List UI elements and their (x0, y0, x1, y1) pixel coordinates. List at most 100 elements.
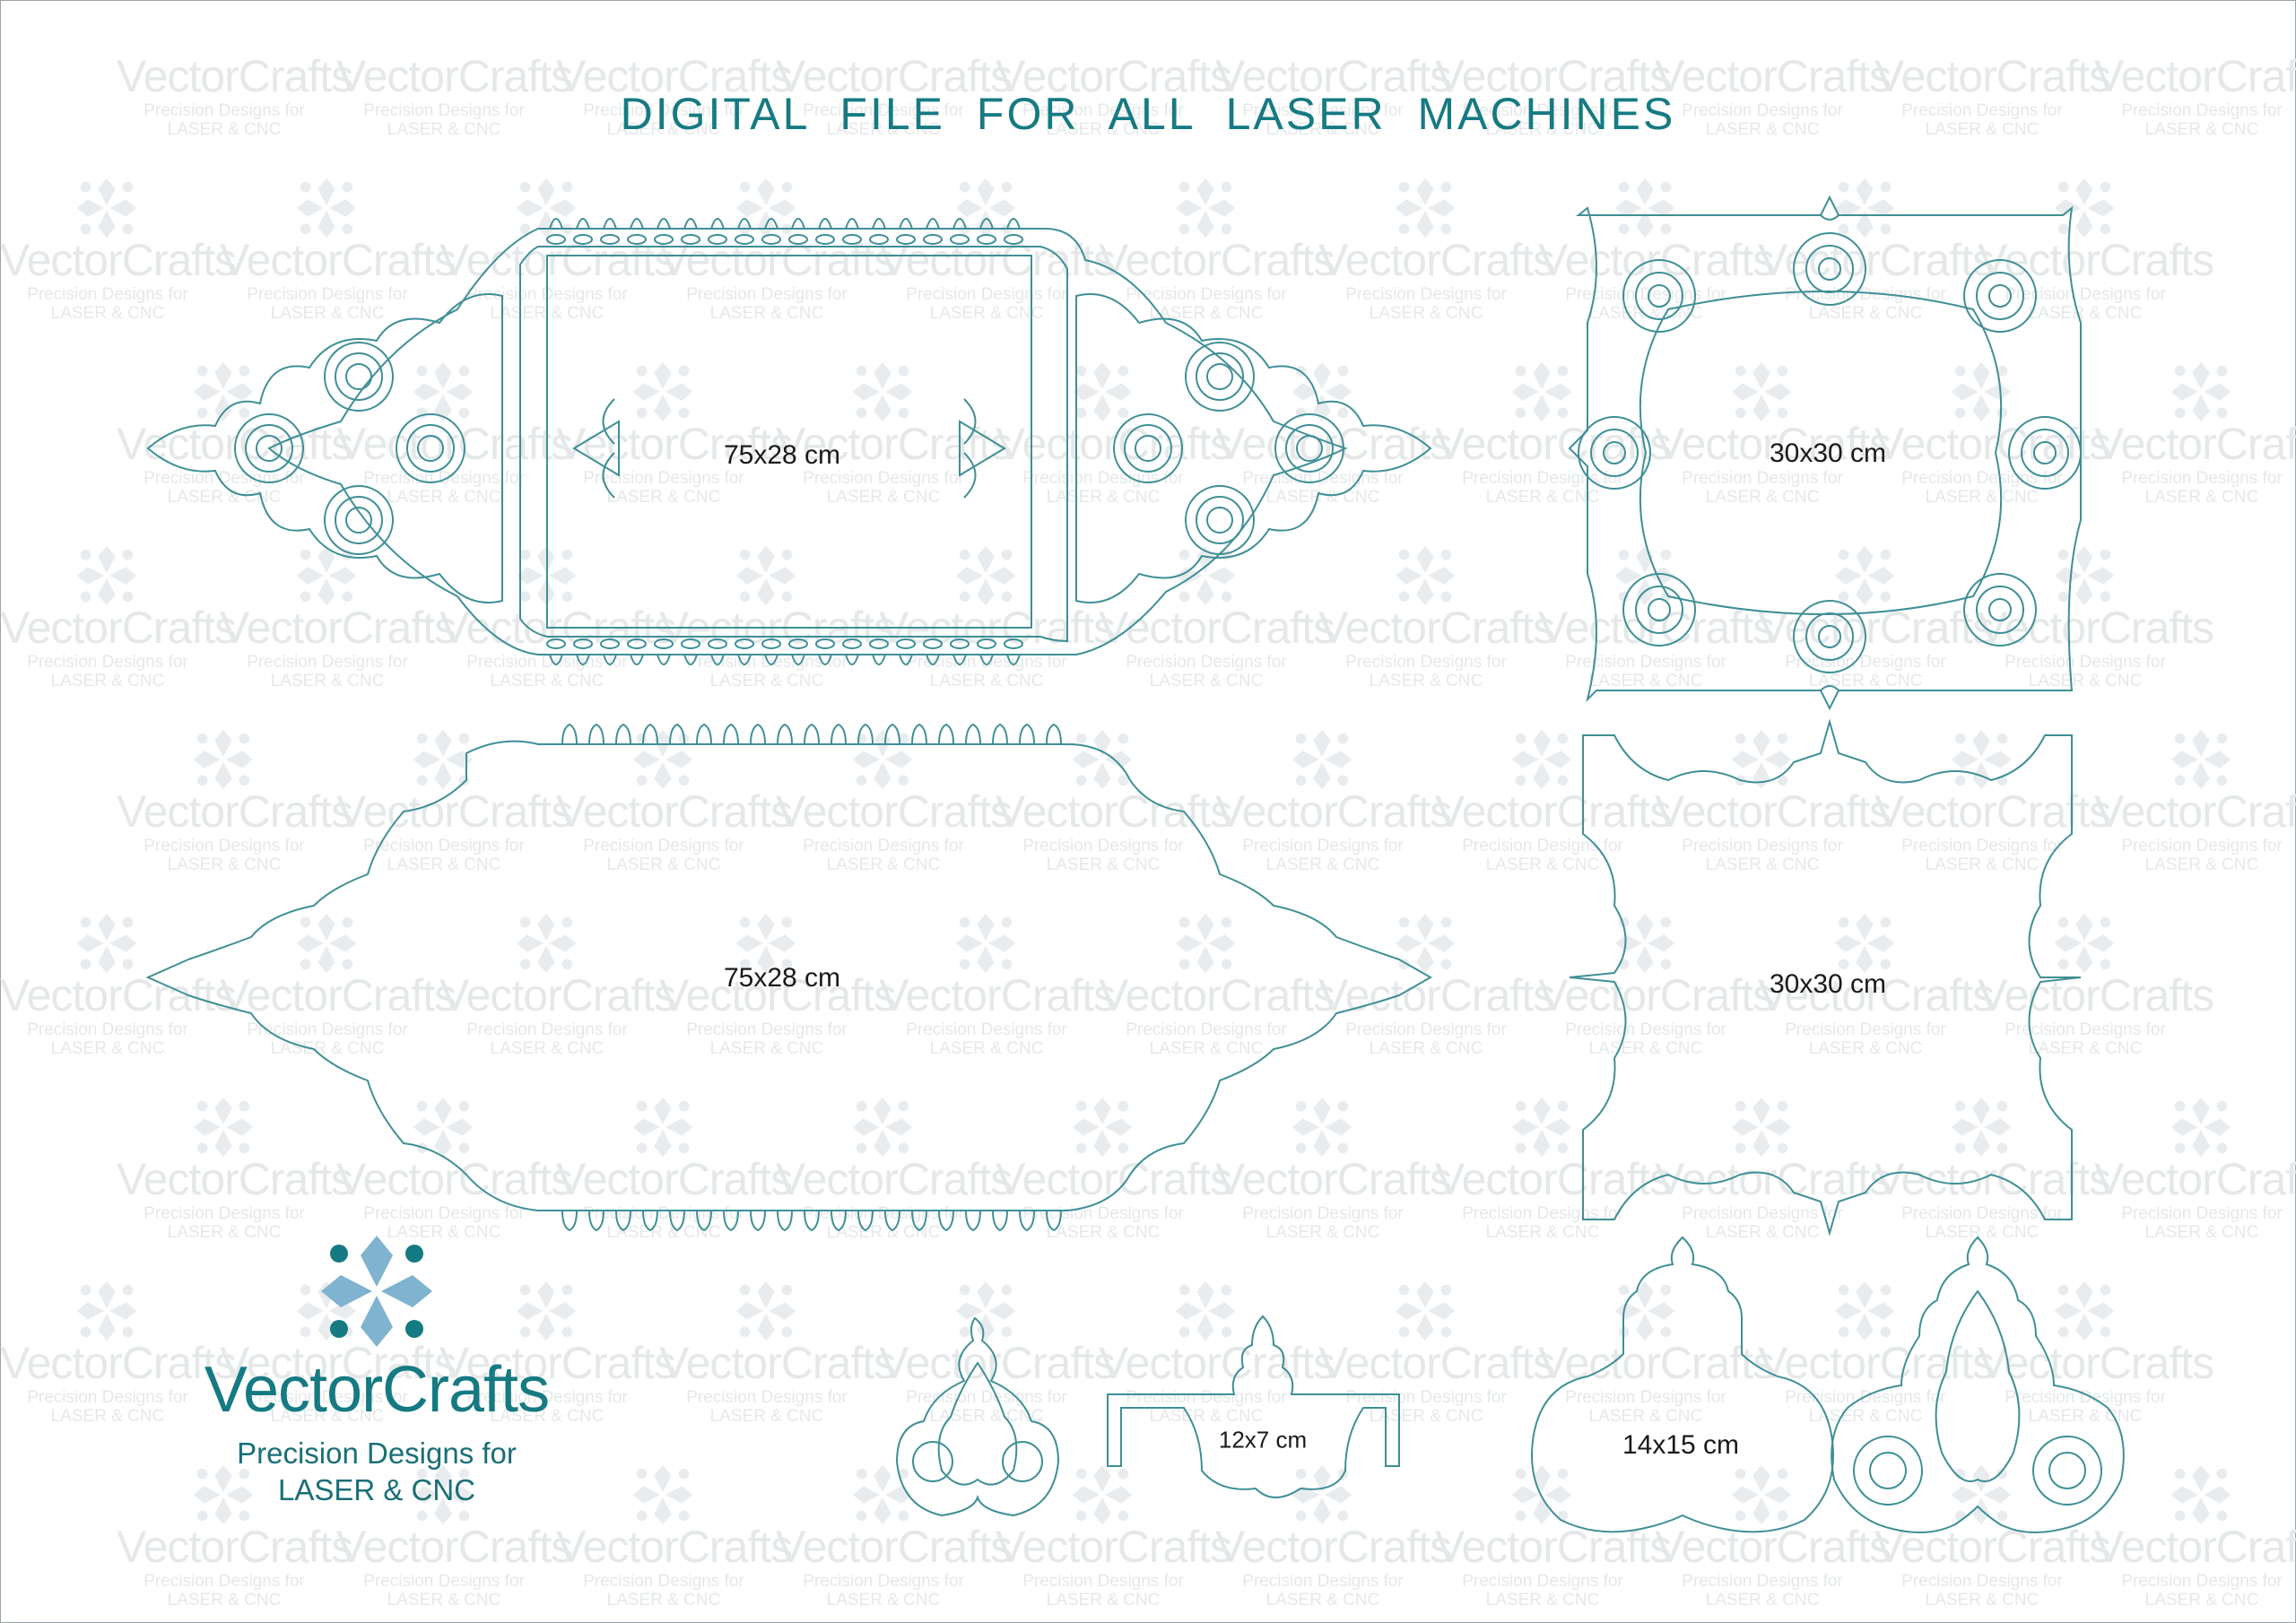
frame-stud (603, 218, 617, 230)
scallop-stud (1019, 723, 1035, 745)
small-ornament-outline (895, 1316, 1060, 1517)
frame-stud (576, 654, 590, 665)
frame-stud (899, 654, 913, 665)
corner-motif (1622, 573, 1696, 647)
frame-link (788, 638, 808, 649)
frame-stud (979, 654, 994, 665)
swirl-motif (324, 342, 394, 412)
frame-stud (710, 218, 725, 230)
frame-link (977, 234, 996, 245)
corner-motif (1635, 272, 1683, 320)
frame-stud (979, 218, 994, 230)
frame-stud (576, 218, 590, 230)
corner-motif (1793, 600, 1866, 673)
corner-motif (1648, 284, 1671, 308)
scallop-stud (884, 723, 900, 745)
frame-stud (683, 654, 698, 665)
frame-link (977, 638, 996, 649)
frame-stud (657, 654, 671, 665)
swirl-motif (335, 496, 383, 544)
corner-motif (1818, 257, 1841, 281)
scallop-stud (669, 723, 685, 745)
brand-logo: VectorCrafts Precision Designs for LASER… (179, 1228, 574, 1509)
frame-link (681, 234, 700, 245)
frame-link (627, 638, 647, 649)
frame-stud (630, 654, 644, 665)
scallop-stud (804, 1210, 820, 1232)
frame-stud (845, 218, 859, 230)
scallop-stud (965, 1210, 981, 1232)
frame-link (600, 638, 620, 649)
frame-stud (1006, 654, 1021, 665)
flower-logo-icon (321, 1236, 432, 1347)
dimension-label-holder: 12x7 cm (1218, 1426, 1308, 1454)
frame-stud (899, 218, 913, 230)
frame-stud (926, 654, 940, 665)
scallop-stud (965, 723, 981, 745)
scallop-stud (884, 1210, 900, 1232)
logo-tagline-line1: Precision Designs for (237, 1436, 517, 1470)
corner-motif (1976, 586, 2024, 634)
corner-motif (1590, 429, 1639, 477)
swirl-motif (1135, 435, 1161, 462)
scallop-stud (1046, 723, 1062, 745)
corner-motif (1818, 625, 1841, 648)
scallop-stud (938, 1210, 954, 1232)
frame-stud (818, 654, 832, 665)
scallop-stud (777, 723, 793, 745)
frame-link (842, 638, 862, 649)
frame-link (1004, 234, 1023, 245)
frame-link (708, 234, 727, 245)
frame-stud (549, 654, 563, 665)
tray-base-scallops (561, 723, 1062, 1232)
logo-wordmark: VectorCrafts (204, 1354, 550, 1426)
frame-stud (603, 654, 617, 665)
swirl-motif (1274, 413, 1344, 483)
frame-stud (872, 218, 886, 230)
frame-link (869, 638, 889, 649)
frame-link (1004, 638, 1023, 649)
swirl-motif (345, 363, 372, 390)
square-base-outline (1569, 718, 2082, 1237)
scallop-stud (777, 1210, 793, 1232)
frame-link (654, 638, 674, 649)
frame-stud (737, 218, 752, 230)
frame-stud (683, 218, 698, 230)
ornament-frame-outline (1831, 1236, 2125, 1533)
swirl-motif (1113, 413, 1183, 483)
scallop-stud (750, 1210, 766, 1232)
swirl-motif (335, 352, 383, 401)
swirl-motif (406, 424, 455, 473)
corner-motif (1805, 612, 1854, 661)
swirl-motif (324, 485, 394, 555)
swirl-motif (1124, 424, 1172, 473)
corner-motif (1793, 232, 1866, 306)
page-title: DIGITAL FILE FOR ALL LASER MACHINES (620, 89, 1676, 139)
scallop-stud (938, 723, 954, 745)
frame-stud (630, 218, 644, 230)
scallop-stud (696, 1210, 712, 1232)
holder-outline (1107, 1315, 1400, 1498)
corner-motif (1988, 598, 2012, 621)
corner-motif (2008, 416, 2082, 490)
frame-link (761, 234, 781, 245)
corner-motif (1622, 259, 1696, 333)
swirl-motif (417, 435, 444, 462)
corner-motif (1805, 245, 1854, 293)
logo-tagline-line2: LASER & CNC (277, 1473, 476, 1507)
dimension-label-tray-base: 75x28 cm (723, 963, 841, 993)
dimension-label-tray-frame: 75x28 cm (723, 440, 841, 470)
corner-motif (1963, 259, 2037, 333)
scallop-stud (561, 723, 578, 745)
swirl-motif (345, 507, 372, 534)
scallop-stud (831, 723, 847, 745)
frame-stud (764, 218, 778, 230)
corner-motif (1603, 441, 1626, 464)
frame-stud (791, 654, 805, 665)
frame-link (681, 638, 700, 649)
frame-link (573, 638, 593, 649)
swirl-motif (1206, 507, 1233, 534)
tray-frame-outline (146, 228, 1432, 655)
swirl-motif (1296, 435, 1323, 462)
